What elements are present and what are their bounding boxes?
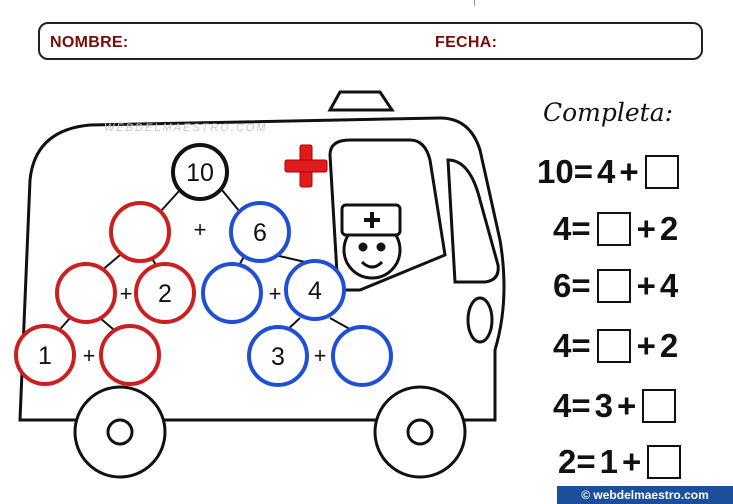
equation-term: 3 [594, 387, 613, 424]
footer-brand: © webdelmaestro.com [557, 486, 733, 504]
equation-term: = [571, 267, 591, 304]
plus-b: + [120, 281, 133, 306]
equation-term: 2 [659, 210, 679, 247]
equation-term: + [636, 210, 656, 247]
red-cross-icon [284, 144, 328, 188]
ambulance-illustration: 10 + 2 + 1 + 6 4 + 3 + [14, 90, 506, 479]
circle-blue-blank-1 [201, 262, 263, 324]
tree-numbers: 10 + 2 + 1 + 6 4 + 3 + [38, 159, 326, 371]
plus-a: + [194, 217, 207, 242]
num-top: 10 [186, 159, 214, 187]
circle-red-1 [14, 324, 76, 386]
circle-blue-blank-2 [331, 325, 393, 387]
num-red-2: 2 [158, 280, 172, 308]
equation-term: 10 [537, 153, 574, 190]
watermark-text: WEBDELMAESTRO.COM [104, 122, 268, 134]
equation-row: 4= +2 [553, 327, 678, 365]
equation-row: 4= +2 [553, 210, 678, 248]
front-window [446, 158, 500, 284]
name-label: NOMBRE: [50, 34, 129, 51]
exercise-title: Completa: [543, 98, 674, 127]
headlight [466, 296, 494, 344]
circle-blue-6 [229, 201, 291, 263]
top-divider-mark [474, 0, 475, 6]
equation-term: + [619, 153, 639, 190]
equation-term: = [573, 153, 593, 190]
equation-row: 2=1+ [558, 443, 683, 481]
circle-red-blank-3 [99, 324, 161, 386]
answer-box[interactable] [596, 269, 631, 303]
equation-term: 1 [599, 443, 618, 480]
answer-box[interactable] [596, 329, 631, 363]
equation-term: + [636, 327, 656, 364]
equation-term: = [571, 387, 591, 424]
equation-term: 4 [659, 267, 679, 304]
equation-term: 4 [553, 387, 572, 424]
wheels [73, 385, 467, 479]
equation-term: = [576, 443, 596, 480]
date-label: FECHA: [435, 34, 498, 51]
answer-box[interactable] [647, 445, 682, 479]
equation-term: 4 [597, 153, 616, 190]
num-red-1: 1 [38, 342, 52, 370]
equation-row: 4=3+ [553, 387, 678, 425]
roof-light [327, 90, 395, 112]
num-blue-3: 3 [271, 343, 285, 371]
equation-term: 2 [659, 327, 679, 364]
equation-row: 10=4+ [537, 153, 681, 191]
num-blue-4: 4 [308, 277, 322, 305]
num-blue-6: 6 [253, 219, 267, 247]
circle-blue-3 [247, 325, 309, 387]
answer-box[interactable] [596, 212, 631, 246]
equation-row: 6= +4 [553, 267, 678, 305]
circle-red-2 [134, 262, 196, 324]
driver-figure [340, 203, 402, 280]
equation-term: 4 [553, 327, 572, 364]
answer-box[interactable] [642, 389, 677, 423]
plus-d: + [269, 281, 282, 306]
answer-box[interactable] [644, 155, 679, 189]
equation-term: = [571, 327, 591, 364]
plus-e: + [314, 343, 327, 368]
equation-term: 2 [558, 443, 577, 480]
circle-red-blank-1 [109, 201, 171, 263]
circle-top [171, 143, 229, 201]
equation-term: + [636, 267, 656, 304]
plus-c: + [83, 343, 96, 368]
equation-term: 4 [553, 210, 572, 247]
equation-term: = [571, 210, 591, 247]
circle-red-blank-2 [55, 262, 117, 324]
equation-term: + [617, 387, 637, 424]
circle-blue-4 [284, 259, 346, 321]
number-circles [14, 143, 393, 387]
equation-term: + [622, 443, 642, 480]
equation-term: 6 [553, 267, 572, 304]
worksheet-header: NOMBRE: FECHA: [38, 22, 703, 60]
